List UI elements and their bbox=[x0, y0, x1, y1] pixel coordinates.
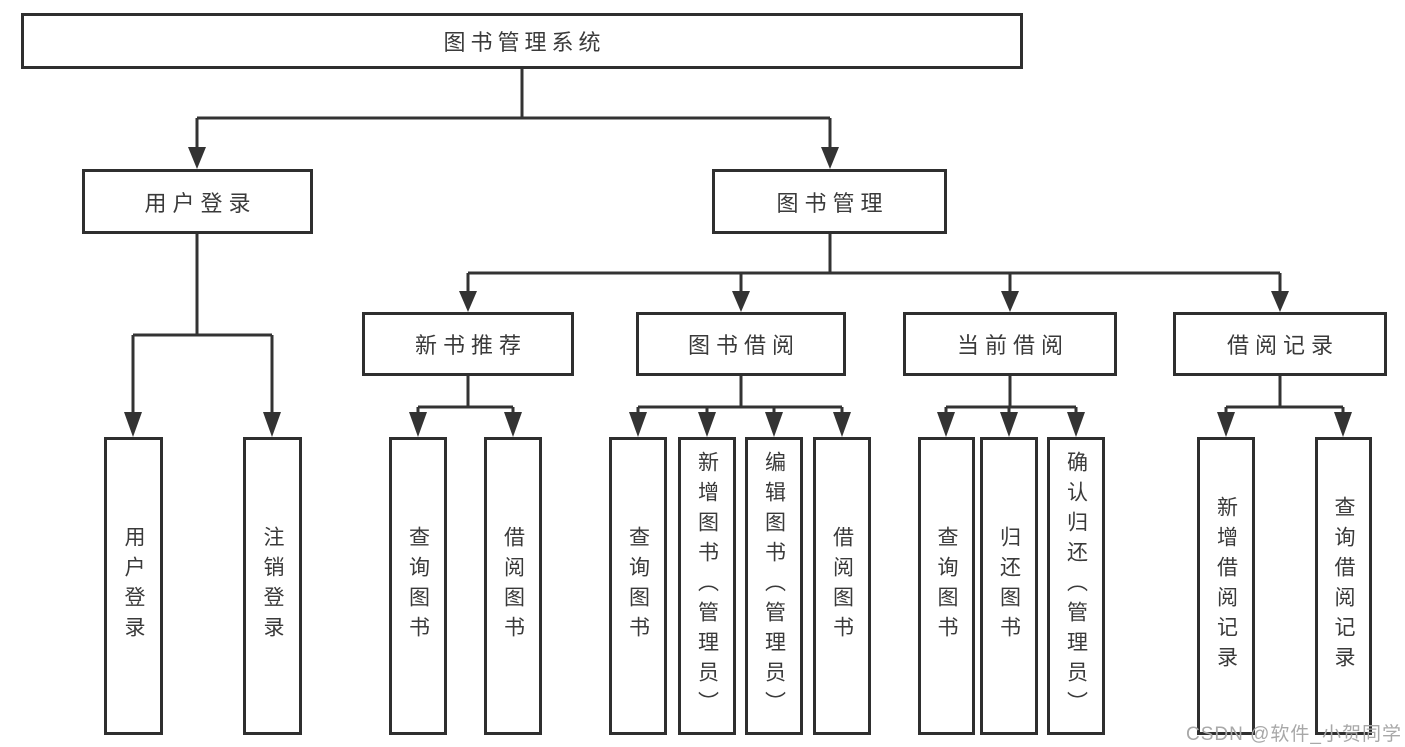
arrowhead-leaf-logout bbox=[263, 412, 281, 437]
arrowhead-leaf-borrow-books-recommend bbox=[504, 412, 522, 437]
connector-recommend-to-leaves bbox=[416, 376, 515, 414]
leaf-query-books-current-label: 查询图书 bbox=[935, 526, 958, 646]
arrowhead-new-book-recommend bbox=[459, 291, 477, 312]
leaf-return-books: 归还图书 bbox=[980, 437, 1038, 735]
leaf-return-books-label: 归还图书 bbox=[997, 526, 1021, 646]
connector-records-to-leaves bbox=[1224, 376, 1345, 414]
node-new-book-recommend: 新书推荐 bbox=[362, 312, 574, 376]
leaf-confirm-return-admin-label: 确认归还（管理员） bbox=[1064, 451, 1088, 721]
arrowhead-leaf-query-books-current bbox=[937, 412, 955, 437]
leaf-add-book-admin-label: 新增图书（管理员） bbox=[695, 451, 719, 721]
leaf-query-borrow-record: 查询借阅记录 bbox=[1315, 437, 1372, 735]
connector-currentborrow-to-leaves bbox=[944, 376, 1078, 414]
connector-root-to-level2 bbox=[195, 69, 832, 149]
arrowhead-leaf-add-book-admin bbox=[698, 412, 716, 437]
leaf-add-book-admin: 新增图书（管理员） bbox=[678, 437, 736, 735]
leaf-user-login-label: 用户登录 bbox=[122, 526, 145, 646]
node-borrow-records: 借阅记录 bbox=[1173, 312, 1387, 376]
leaf-borrow-books: 借阅图书 bbox=[813, 437, 871, 735]
leaf-add-borrow-record-label: 新增借阅记录 bbox=[1214, 496, 1238, 676]
leaf-query-books-borrow-label: 查询图书 bbox=[626, 526, 650, 646]
leaf-query-books-current: 查询图书 bbox=[918, 437, 975, 735]
arrowhead-leaf-borrow-books bbox=[833, 412, 851, 437]
arrowhead-leaf-query-books-borrow bbox=[629, 412, 647, 437]
arrowhead-leaf-query-books-recommend bbox=[409, 412, 427, 437]
arrowhead-leaf-query-borrow-record bbox=[1334, 412, 1352, 437]
arrowhead-leaf-return-books bbox=[1000, 412, 1018, 437]
arrowhead-leaf-confirm-return-admin bbox=[1067, 412, 1085, 437]
leaf-user-login: 用户登录 bbox=[104, 437, 163, 735]
arrowhead-current-borrow bbox=[1001, 291, 1019, 312]
leaf-edit-book-admin: 编辑图书（管理员） bbox=[745, 437, 803, 735]
leaf-query-books-recommend: 查询图书 bbox=[389, 437, 447, 735]
leaf-logout-label: 注销登录 bbox=[261, 526, 284, 646]
leaf-edit-book-admin-label: 编辑图书（管理员） bbox=[762, 451, 786, 721]
leaf-borrow-books-label: 借阅图书 bbox=[830, 526, 854, 646]
connector-userlogin-to-leaves bbox=[131, 234, 274, 414]
arrowhead-borrow-records bbox=[1271, 291, 1289, 312]
node-current-borrow: 当前借阅 bbox=[903, 312, 1117, 376]
leaf-borrow-books-recommend: 借阅图书 bbox=[484, 437, 542, 735]
connector-bookmgmt-to-level3 bbox=[466, 234, 1282, 293]
leaf-logout: 注销登录 bbox=[243, 437, 302, 735]
node-library-management-system: 图书管理系统 bbox=[21, 13, 1023, 69]
arrowhead-leaf-edit-book-admin bbox=[765, 412, 783, 437]
arrowhead-book-borrow bbox=[732, 291, 750, 312]
leaf-query-borrow-record-label: 查询借阅记录 bbox=[1332, 496, 1355, 676]
node-user-login: 用户登录 bbox=[82, 169, 313, 234]
node-book-borrow: 图书借阅 bbox=[636, 312, 846, 376]
leaf-query-books-recommend-label: 查询图书 bbox=[406, 526, 430, 646]
leaf-borrow-books-recommend-label: 借阅图书 bbox=[501, 526, 525, 646]
leaf-query-books-borrow: 查询图书 bbox=[609, 437, 667, 735]
arrowhead-book-management bbox=[821, 147, 839, 169]
node-book-management: 图书管理 bbox=[712, 169, 947, 234]
leaf-confirm-return-admin: 确认归还（管理员） bbox=[1047, 437, 1105, 735]
connector-bookborrow-to-leaves bbox=[636, 376, 844, 414]
csdn-watermark: CSDN @软件_小贺同学 bbox=[1186, 724, 1402, 745]
arrowhead-leaf-user-login bbox=[124, 412, 142, 437]
arrowhead-leaf-add-borrow-record bbox=[1217, 412, 1235, 437]
arrowhead-user-login bbox=[188, 147, 206, 169]
leaf-add-borrow-record: 新增借阅记录 bbox=[1197, 437, 1255, 735]
